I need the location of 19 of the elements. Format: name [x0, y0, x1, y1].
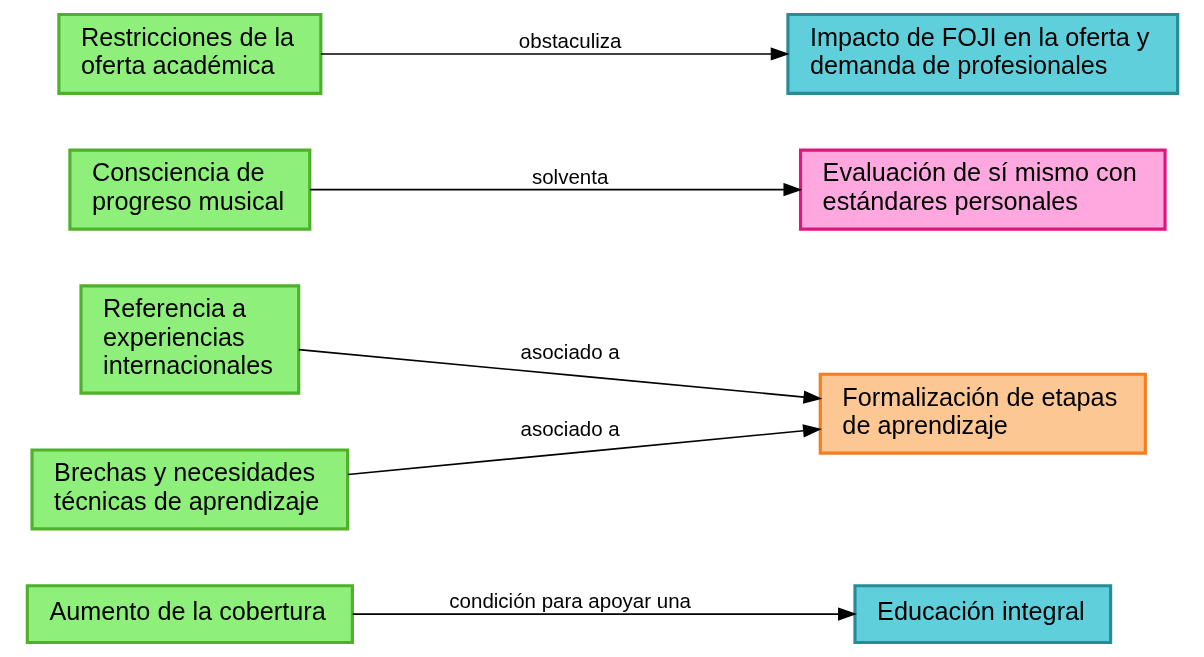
node-box: Aumento de la cobertura: [25, 584, 354, 645]
node-box: Referencia a experiencias internacionales: [78, 284, 300, 395]
edge-label: solventa: [531, 164, 608, 188]
edge-label: condición para apoyar una: [448, 589, 691, 613]
node-box: Consciencia de progreso musical: [67, 148, 311, 231]
arrow: [297, 348, 822, 404]
edge-label: asociado a: [520, 340, 620, 364]
arrow: [319, 47, 790, 61]
node-box: Educación integral: [852, 584, 1112, 645]
arrow: [346, 424, 822, 476]
edge-label: asociado a: [520, 417, 620, 441]
node-box: Impacto de FOJI en la oferta y demanda de profesionales: [785, 12, 1179, 95]
edge-label: obstaculiza: [518, 29, 621, 53]
arrow: [351, 607, 857, 621]
node-box: Brechas y necesidades técnicas de aprendizaje: [29, 448, 349, 531]
arrow: [308, 183, 802, 197]
node-box: Restricciones de la oferta académica: [56, 12, 322, 95]
node-box: Evaluación de sí mismo con estándares personales: [798, 148, 1167, 231]
node-box: Formalización de etapas de aprendizaje: [818, 372, 1147, 455]
